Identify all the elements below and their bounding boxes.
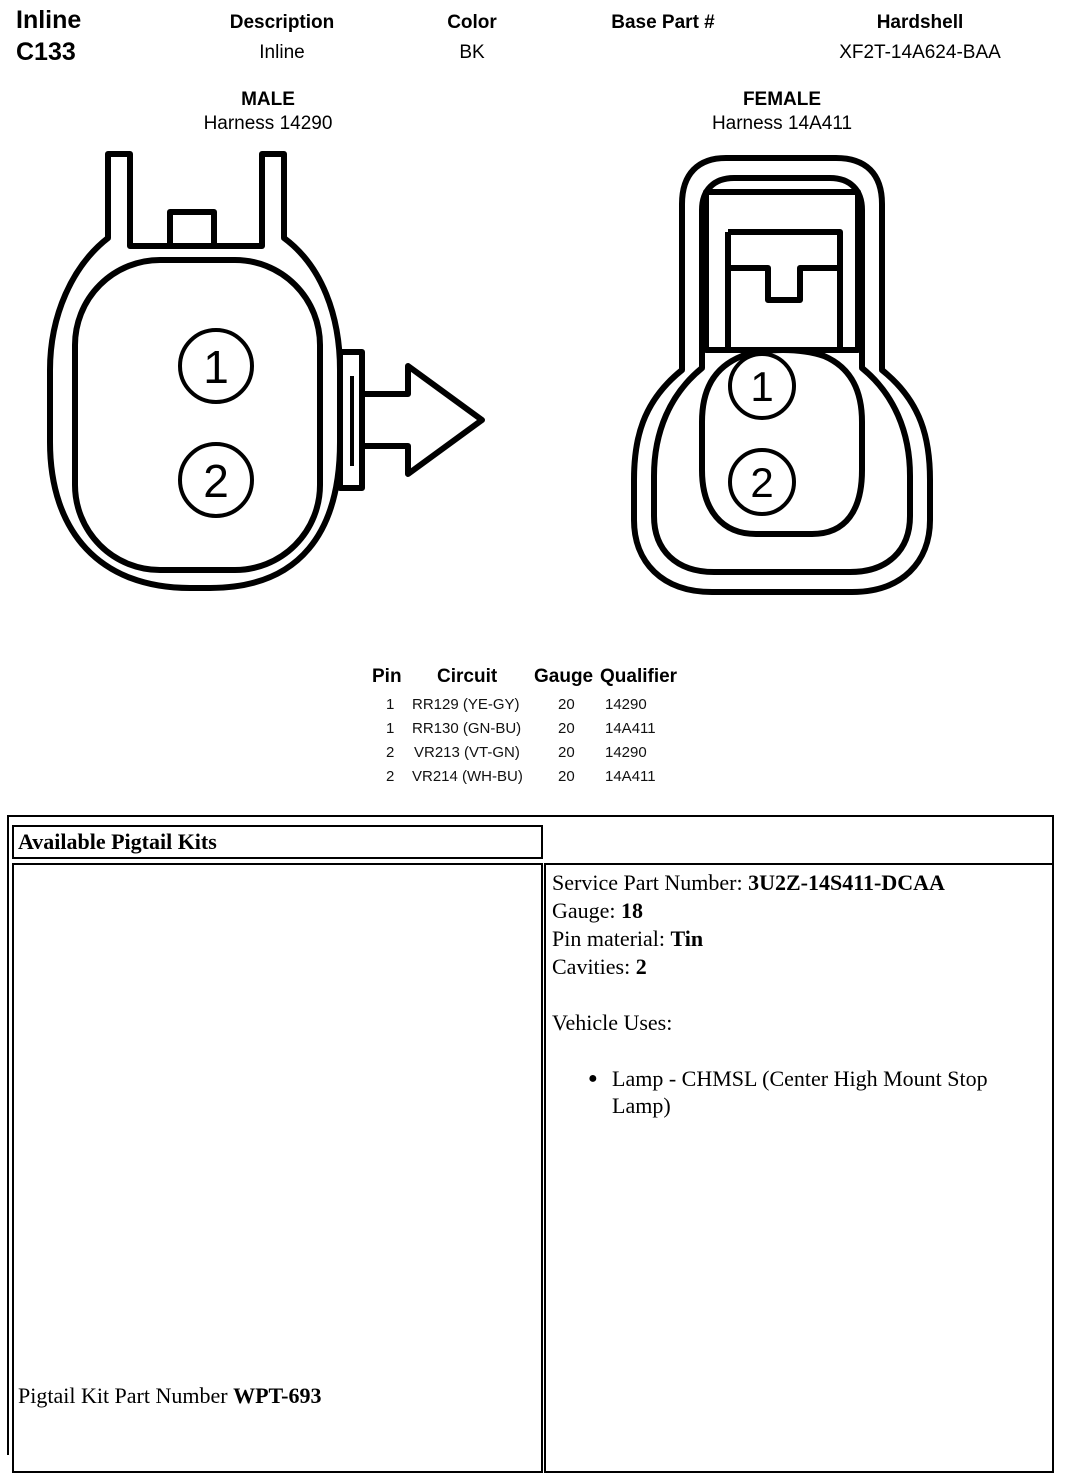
- qualifier-cell: 14290: [605, 696, 647, 713]
- header-label: Hardshell: [876, 12, 964, 33]
- pin-cell: 2: [386, 768, 395, 785]
- mating-arrow-icon: [362, 363, 485, 477]
- qualifier-cell: 14A411: [605, 720, 656, 737]
- pigtail-details-cell: Service Part Number: 3U2Z-14S411-DCAA Ga…: [544, 863, 1054, 1473]
- header-base-part: Base Part #: [563, 8, 763, 38]
- cavities-value: 2: [635, 954, 647, 979]
- pin-cell: 1: [386, 720, 395, 737]
- vehicle-uses-label: Vehicle Uses:: [552, 1010, 673, 1035]
- female-pin-2: 2: [750, 459, 773, 506]
- pin-material-value: Tin: [670, 926, 704, 951]
- header-value: BK: [459, 42, 485, 63]
- female-connector-body: [631, 155, 933, 595]
- connector-location: Inline: [16, 6, 82, 34]
- header-value: XF2T-14A624-BAA: [839, 42, 1001, 63]
- vehicle-uses-list: ● Lamp - CHMSL (Center High Mount Stop La…: [552, 1065, 1048, 1119]
- cavities-info: Cavities: 2: [552, 953, 1048, 981]
- qualifier-header: Qualifier: [600, 666, 678, 687]
- pin-cell: 1: [386, 696, 395, 713]
- male-pin-1-outline: [178, 328, 254, 404]
- header-description: Description Inline: [182, 8, 382, 68]
- pin-material-info: Pin material: Tin: [552, 925, 1048, 953]
- pin-header: Pin: [372, 666, 402, 687]
- gauge-header: Gauge: [534, 666, 594, 687]
- male-title: MALE: [241, 89, 295, 110]
- header-value: Inline: [259, 42, 305, 63]
- pigtail-kits-title: Available Pigtail Kits: [12, 825, 543, 859]
- circuit-cell: RR129 (YE-GY): [412, 696, 520, 713]
- table-row: 2 VR214 (WH-BU) 20 14A411: [360, 768, 720, 792]
- circuit-cell: VR214 (WH-BU): [412, 768, 523, 785]
- pigtail-title-spacer: [544, 825, 1052, 865]
- service-part-value: 3U2Z-14S411-DCAA: [748, 870, 945, 895]
- vehicle-use-text: Lamp - CHMSL (Center High Mount Stop Lam…: [612, 1066, 988, 1118]
- header-label: Base Part #: [611, 12, 715, 33]
- kit-label: Pigtail Kit Part Number: [18, 1383, 234, 1408]
- pin-material-label: Pin material:: [552, 926, 671, 951]
- female-pin-1: 1: [750, 363, 773, 410]
- pin-table: Pin Circuit Gauge Qualifier 1 RR129 (YE-…: [360, 666, 720, 792]
- gauge-value: 18: [621, 898, 644, 923]
- pigtail-image-cell: Pigtail Kit Part Number WPT-693: [12, 863, 543, 1473]
- pin-cell: 2: [386, 744, 395, 761]
- female-harness: Harness 14A411: [711, 113, 853, 134]
- table-row: 2 VR213 (VT-GN) 20 14290: [360, 744, 720, 768]
- service-part-label: Service Part Number:: [552, 870, 749, 895]
- circuit-cell: RR130 (GN-BU): [412, 720, 522, 737]
- table-row: 1 RR130 (GN-BU) 20 14A411: [360, 720, 720, 744]
- circuit-cell: VR213 (VT-GN): [414, 744, 520, 761]
- pin-table-header: Pin Circuit Gauge Qualifier: [360, 666, 720, 696]
- header-label: Color: [447, 12, 497, 33]
- gauge-cell: 20: [558, 744, 575, 761]
- qualifier-cell: 14A411: [605, 768, 656, 785]
- table-row: 1 RR129 (YE-GY) 20 14290: [360, 696, 720, 720]
- connector-diagram: 1 2 1 2: [47, 151, 933, 595]
- female-pin-1-outline: [728, 352, 796, 420]
- kit-value: WPT-693: [233, 1383, 322, 1408]
- header-hardshell: Hardshell XF2T-14A624-BAA: [790, 8, 1050, 68]
- gauge-cell: 20: [558, 696, 575, 713]
- gauge-cell: 20: [558, 768, 575, 785]
- header-color: Color BK: [402, 8, 542, 68]
- male-harness: Harness 14290: [203, 113, 333, 134]
- male-latch: [337, 349, 365, 491]
- header-label: Description: [229, 12, 335, 33]
- pigtail-kit-part-number: Pigtail Kit Part Number WPT-693: [18, 1383, 322, 1409]
- male-connector-body: [47, 151, 343, 591]
- male-connector-label: MALE Harness 14290: [118, 88, 418, 136]
- gauge-cell: 20: [558, 720, 575, 737]
- female-title: FEMALE: [742, 89, 822, 110]
- female-connector-label: FEMALE Harness 14A411: [632, 88, 932, 136]
- connector-id: C133: [16, 38, 76, 66]
- female-pin-2-outline: [728, 448, 796, 516]
- gauge-info: Gauge: 18: [552, 897, 1048, 925]
- service-part-number: Service Part Number: 3U2Z-14S411-DCAA: [552, 869, 1048, 897]
- qualifier-cell: 14290: [605, 744, 647, 761]
- gauge-label: Gauge:: [552, 898, 622, 923]
- list-item: ● Lamp - CHMSL (Center High Mount Stop La…: [588, 1065, 1048, 1119]
- pigtail-kits-table: Available Pigtail Kits Pigtail Kit Part …: [7, 815, 1054, 1473]
- circuit-header: Circuit: [437, 666, 498, 687]
- bullet-icon: ●: [588, 1070, 598, 1087]
- male-pin-1: 1: [203, 341, 229, 393]
- cavities-label: Cavities:: [552, 954, 636, 979]
- male-pin-2: 2: [203, 455, 229, 507]
- male-pin-2-outline: [178, 442, 254, 518]
